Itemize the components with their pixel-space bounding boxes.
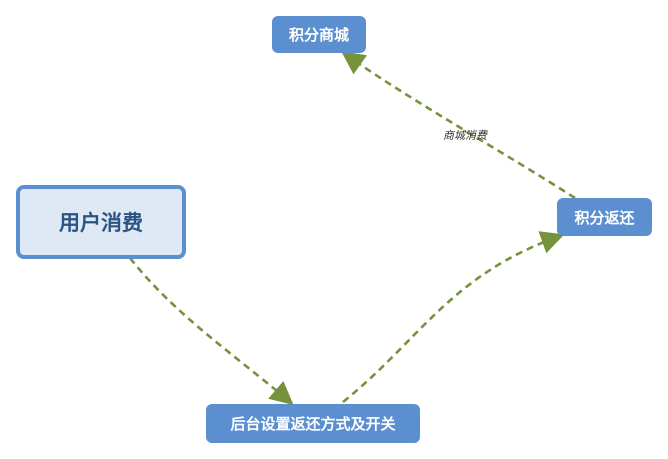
node-points-mall[interactable]: 积分商城 <box>272 16 366 53</box>
node-user-consumption[interactable]: 用户消费 <box>16 185 186 259</box>
node-points-rebate[interactable]: 积分返还 <box>557 198 652 236</box>
edge-rebate-to-mall <box>341 51 576 200</box>
edge-backend-to-rebate <box>342 231 565 404</box>
edge-user-to-backend <box>128 257 294 406</box>
node-backend-settings[interactable]: 后台设置返还方式及开关 <box>206 404 420 443</box>
edge-label-mall-consumption: 商城消费 <box>443 129 488 142</box>
